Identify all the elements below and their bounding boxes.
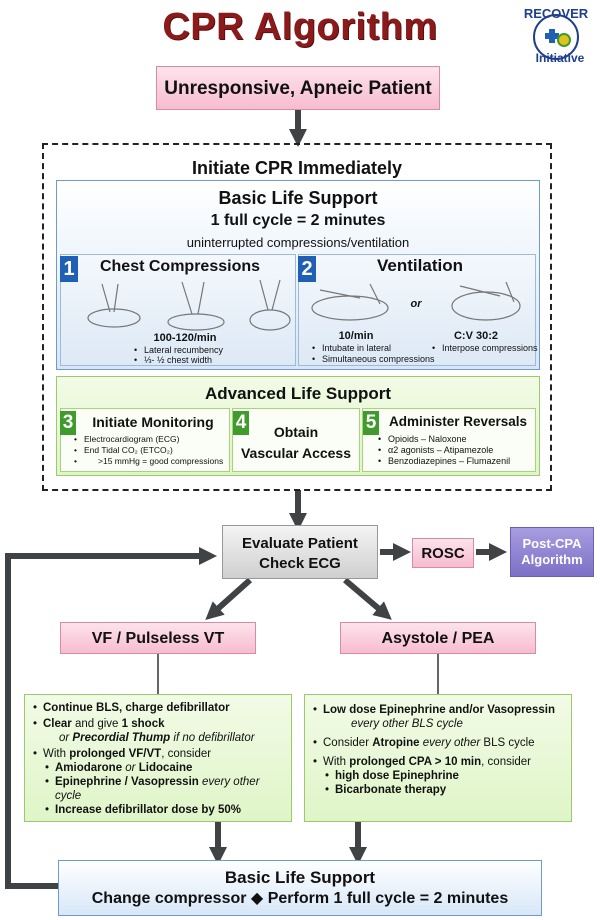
vf-box: VF / Pulseless VT — [60, 622, 256, 654]
access-line-1: Obtain — [273, 424, 319, 440]
bottom-bls-box: Basic Life Support Change compressor ◆ P… — [58, 860, 542, 916]
vf-step-1: Continue BLS, charge defibrillator — [33, 701, 285, 715]
list-item: Intubate in lateral — [312, 343, 435, 354]
post-cpa-line-2: Algorithm — [521, 552, 583, 567]
step-3-badge: 3 — [60, 411, 76, 435]
list-item: Benzodiazepines – Flumazenil — [378, 456, 510, 467]
evaluate-line-2: Check ECG — [259, 555, 341, 572]
vf-step-3b: Epinephrine / Vasopressin every other cy… — [45, 775, 285, 803]
page-title: CPR Algorithm — [162, 6, 438, 48]
bls-cycle: 1 full cycle = 2 minutes — [210, 212, 386, 229]
monitoring-list: Electrocardiogram (ECG) End Tidal CO₂ (E… — [72, 434, 223, 467]
bottom-bls-title: Basic Life Support — [224, 868, 376, 887]
rosc-box: ROSC — [412, 538, 474, 568]
cpr-immediate-region — [42, 143, 552, 491]
ventilation-rate-2: C:V 30:2 — [453, 330, 499, 342]
asys-step-1: Low dose Epinephrine and/or Vasopressin … — [313, 703, 565, 731]
step-4-badge: 4 — [233, 411, 249, 435]
recover-initiative-logo: RECOVER Initiative — [524, 6, 589, 64]
evaluate-line-1: Evaluate Patient — [242, 535, 358, 552]
step-5-badge: 5 — [363, 411, 379, 435]
post-cpa-line-1: Post-CPA — [522, 536, 582, 551]
diamond-icon: ◆ — [250, 890, 264, 907]
asys-step-3a: high dose Epinephrine — [325, 769, 565, 783]
arrow-evaluate-to-asystole — [343, 577, 392, 620]
ventilation-list-left: Intubate in lateral Simultaneous compres… — [310, 343, 435, 365]
vf-step-3c: Increase defibrillator dose by 50% — [45, 803, 285, 817]
start-box: Unresponsive, Apneic Patient — [156, 66, 440, 110]
compressions-list: Lateral recumbency ⅓- ½ chest width — [132, 345, 223, 365]
initiate-cpr-heading: Initiate CPR Immediately — [191, 158, 403, 178]
compressions-title: Chest Compressions — [99, 258, 261, 275]
post-cpa-box: Post-CPA Algorithm — [510, 527, 594, 577]
access-line-2: Vascular Access — [240, 445, 351, 461]
asys-step-3b: Bicarbonate therapy — [325, 783, 565, 797]
list-item: Interpose compressions — [432, 343, 537, 354]
loop-bls-to-evaluate — [5, 547, 217, 889]
ventilation-rate-1: 10/min — [338, 330, 374, 342]
asys-step-2: Consider Atropine every other BLS cycle — [313, 736, 565, 750]
als-title: Advanced Life Support — [204, 384, 392, 403]
list-item: α2 agonists – Atipamezole — [378, 445, 510, 456]
reversals-list: Opioids – Naloxone α2 agonists – Atipame… — [376, 434, 510, 467]
list-item: Simultaneous compressions — [312, 354, 435, 365]
monitoring-title: Initiate Monitoring — [92, 414, 214, 430]
ventilation-or: or — [410, 298, 422, 310]
vf-step-2: Clear and give 1 shock or Precordial Thu… — [33, 717, 285, 745]
svg-text:RECOVER: RECOVER — [524, 6, 589, 21]
list-item: ⅓- ½ chest width — [134, 355, 223, 365]
ventilation-illustration — [311, 281, 521, 321]
svg-text:Initiative: Initiative — [536, 51, 585, 64]
vf-step-3: With prolonged VF/VT, consider — [33, 747, 285, 761]
evaluate-box: Evaluate Patient Check ECG — [222, 525, 378, 579]
bls-title: Basic Life Support — [218, 188, 378, 208]
ventilation-title: Ventilation — [377, 256, 463, 275]
bls-sub: uninterrupted compressions/ventilation — [186, 235, 410, 250]
list-item: Opioids – Naloxone — [378, 434, 510, 445]
list-item: End Tidal CO₂ (ETCO₂) — [74, 445, 223, 456]
chest-compressions-illustration — [87, 279, 291, 331]
list-item: Electrocardiogram (ECG) — [74, 434, 223, 445]
asys-step-3: With prolonged CPA > 10 min, consider — [313, 755, 565, 769]
reversals-title: Administer Reversals — [388, 414, 528, 429]
arrow-evaluate-to-vf — [205, 577, 253, 621]
step-2-badge: 2 — [298, 256, 316, 282]
ventilation-list-right: Interpose compressions — [430, 343, 537, 354]
bottom-bls-line: Change compressor ◆ Perform 1 full cycle… — [91, 890, 509, 907]
compressions-rate: 100-120/min — [153, 332, 217, 344]
list-item: Lateral recumbency — [134, 345, 223, 355]
access-panel — [232, 408, 360, 472]
vf-step-3a: Amiodarone or Lidocaine — [45, 761, 285, 775]
list-item: >15 mmHg = good compressions — [74, 456, 223, 467]
asystole-steps-box: Low dose Epinephrine and/or Vasopressin … — [304, 694, 572, 822]
vf-steps-box: Continue BLS, charge defibrillator Clear… — [24, 694, 292, 822]
asystole-box: Asystole / PEA — [340, 622, 536, 654]
step-1-badge: 1 — [60, 256, 78, 282]
